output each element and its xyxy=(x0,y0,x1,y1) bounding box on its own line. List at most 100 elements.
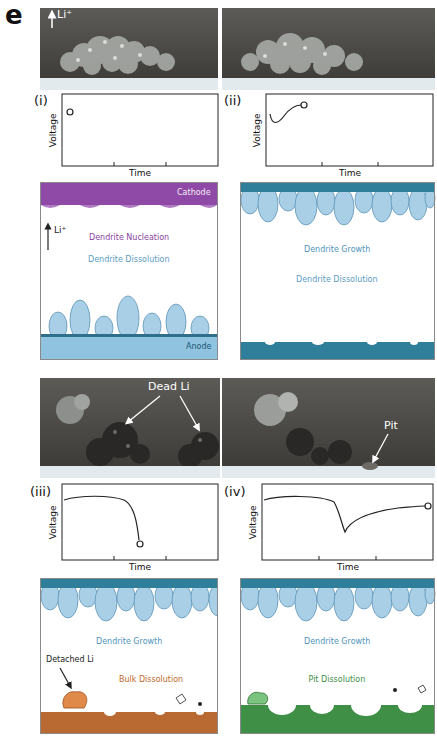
anode-band: Anode xyxy=(41,337,217,359)
schematic-panel: Dendrite GrowthDetached LiBulk Dissoluti… xyxy=(40,578,218,734)
node-text: Pit Dissolution xyxy=(309,675,366,685)
micrograph-photo-part-part xyxy=(157,53,175,71)
micrograph-photo-part-part xyxy=(83,57,101,75)
micrograph-photo-part-part xyxy=(328,440,352,464)
schematic-panel: Dendrite GrowthPit Dissolution xyxy=(240,578,435,734)
voltage-plot-part xyxy=(62,484,218,560)
voltage-plot-part xyxy=(114,162,115,166)
panel-letter: e xyxy=(5,0,23,31)
micrograph-photo-part xyxy=(362,462,378,470)
micrograph-photo-part xyxy=(222,378,435,478)
voltage-plot-part xyxy=(114,556,115,560)
node-text: Dendrite Growth xyxy=(304,637,370,647)
micrograph-photo-part xyxy=(76,40,142,62)
schematic-bulk-part xyxy=(198,702,202,706)
voltage-plot xyxy=(62,484,218,560)
micrograph-photo xyxy=(40,378,220,478)
voltage-plot-part xyxy=(137,541,143,547)
micrograph-photo-part-part xyxy=(130,444,150,464)
node-text: Cathode xyxy=(177,188,211,198)
schematic-bulk-part-part xyxy=(40,578,218,621)
schematic-bulk xyxy=(40,578,235,734)
node-text: Dendrite Dissolution xyxy=(88,255,170,265)
voltage-plot-part xyxy=(264,496,425,532)
node-text: Anode xyxy=(186,342,211,352)
schematic-pit-part xyxy=(248,692,268,704)
schematic-growth-part-part xyxy=(367,339,377,345)
micrograph-photo-part-part xyxy=(263,54,267,58)
schematic-pit-part-part xyxy=(310,696,334,714)
schematic-growth-part xyxy=(240,182,435,225)
micrograph-photo xyxy=(222,378,435,478)
axis-label: Voltage xyxy=(48,113,59,147)
micrograph-photo-part-part xyxy=(241,53,259,71)
micrograph-photo-part-part xyxy=(113,56,117,60)
schematic-bulk-part-part xyxy=(104,708,116,716)
schematic-pit-part-part xyxy=(398,697,422,713)
voltage-plot xyxy=(266,94,433,166)
voltage-plot xyxy=(62,94,218,166)
micrograph-photo-part-part xyxy=(313,57,331,75)
micrograph-photo-part-part xyxy=(76,58,80,62)
micrograph-photo-part xyxy=(40,8,218,90)
axis-label: Time xyxy=(339,168,361,179)
micrograph-photo-part-part xyxy=(178,444,202,468)
schematic-bulk-part xyxy=(40,712,218,734)
node-text: Li⁺ xyxy=(54,225,66,236)
micrograph-photo-part-part xyxy=(86,438,114,466)
micrograph-photo-part xyxy=(278,392,298,412)
micrograph-photo-part xyxy=(60,36,175,75)
schematic-pit xyxy=(240,578,435,734)
micrograph-photo-part xyxy=(222,78,435,90)
schematic-nucleation-part xyxy=(49,296,209,340)
axis-label: Voltage xyxy=(252,113,263,147)
micrograph-photo-part xyxy=(86,422,219,468)
micrograph-photo-part xyxy=(222,466,435,478)
micrograph-photo-part xyxy=(128,396,160,422)
micrograph-photo-part xyxy=(241,33,363,75)
micrograph-photo-part-part xyxy=(283,42,287,46)
schematic-pit-part-part xyxy=(268,695,296,715)
micrograph-photo xyxy=(40,8,218,90)
voltage-plot-part xyxy=(166,556,167,560)
micrograph-photo-part-part xyxy=(138,53,142,57)
node-text: Detached Li xyxy=(46,655,94,665)
schematic-bulk-part xyxy=(104,708,204,716)
micrograph-photo-part-part xyxy=(120,44,124,48)
micrograph-photo-part xyxy=(40,378,220,478)
voltage-plot-part xyxy=(319,556,320,560)
micrograph-photo xyxy=(222,8,435,90)
schematic-pit-part xyxy=(240,578,435,621)
node-text: Dendrite Growth xyxy=(304,245,370,255)
photo-callout: Dead Li xyxy=(148,380,190,393)
schematic-panel: Dendrite NucleationDendrite Dissolution L… xyxy=(40,182,218,360)
voltage-plot-part xyxy=(378,162,379,166)
schematic-bulk-part-part xyxy=(155,709,165,715)
voltage-plot-part xyxy=(270,105,301,123)
schematic-growth-part-part xyxy=(265,339,275,345)
schematic-bulk-part-part xyxy=(196,709,204,715)
micrograph-photo-part-part xyxy=(140,46,160,66)
node-text: Dendrite Nucleation xyxy=(89,233,169,243)
schematic-nucleation xyxy=(41,202,217,340)
micrograph-photo-part-part xyxy=(270,54,290,74)
voltage-plot-part xyxy=(262,484,433,560)
micrograph-photo-part xyxy=(74,394,90,410)
micrograph-photo-part xyxy=(263,42,327,58)
voltage-plot-part xyxy=(425,503,431,509)
micrograph-photo-part-part xyxy=(113,430,117,434)
photo-callout: Pit xyxy=(384,419,398,432)
micrograph-photo-part xyxy=(222,8,435,90)
micrograph-photo-part-part xyxy=(102,52,122,72)
micrograph-photo-part-part xyxy=(289,51,311,73)
axis-label: Voltage xyxy=(248,505,259,539)
axis-label: Voltage xyxy=(48,505,59,539)
micrograph-photo-part-part xyxy=(103,40,107,44)
micrograph-photo-part xyxy=(286,428,352,465)
voltage-plot-part xyxy=(322,162,323,166)
voltage-plot xyxy=(262,484,433,560)
ion-label: Li⁺ xyxy=(57,8,72,21)
voltage-plot-part xyxy=(266,94,433,166)
